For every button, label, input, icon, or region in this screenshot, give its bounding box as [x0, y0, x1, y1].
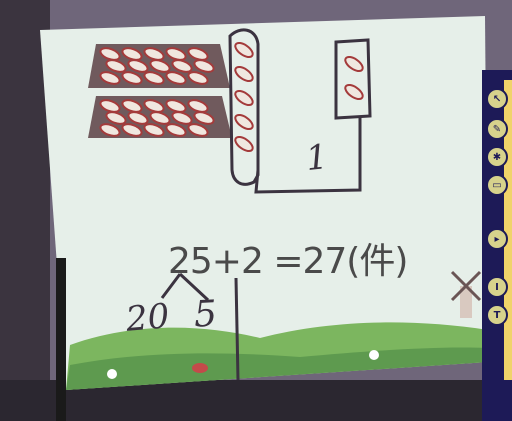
screen-icon[interactable]: ▭ [486, 174, 508, 196]
settings-icon[interactable]: ✱ [486, 146, 508, 168]
pointer-icon[interactable]: ↖ [486, 88, 508, 110]
left-pole [56, 258, 66, 421]
arrow-right-icon[interactable]: ▸ [486, 228, 508, 250]
type-icon[interactable]: T [486, 304, 508, 326]
handwritten-one: 1 [304, 137, 330, 179]
flower-icon [107, 369, 117, 379]
vertical-stroke [236, 278, 238, 380]
handwritten-twenty: 20 [124, 296, 171, 340]
text-icon[interactable]: I [486, 276, 508, 298]
handwritten-five: 5 [193, 293, 218, 335]
pen-icon[interactable]: ✎ [486, 118, 508, 140]
